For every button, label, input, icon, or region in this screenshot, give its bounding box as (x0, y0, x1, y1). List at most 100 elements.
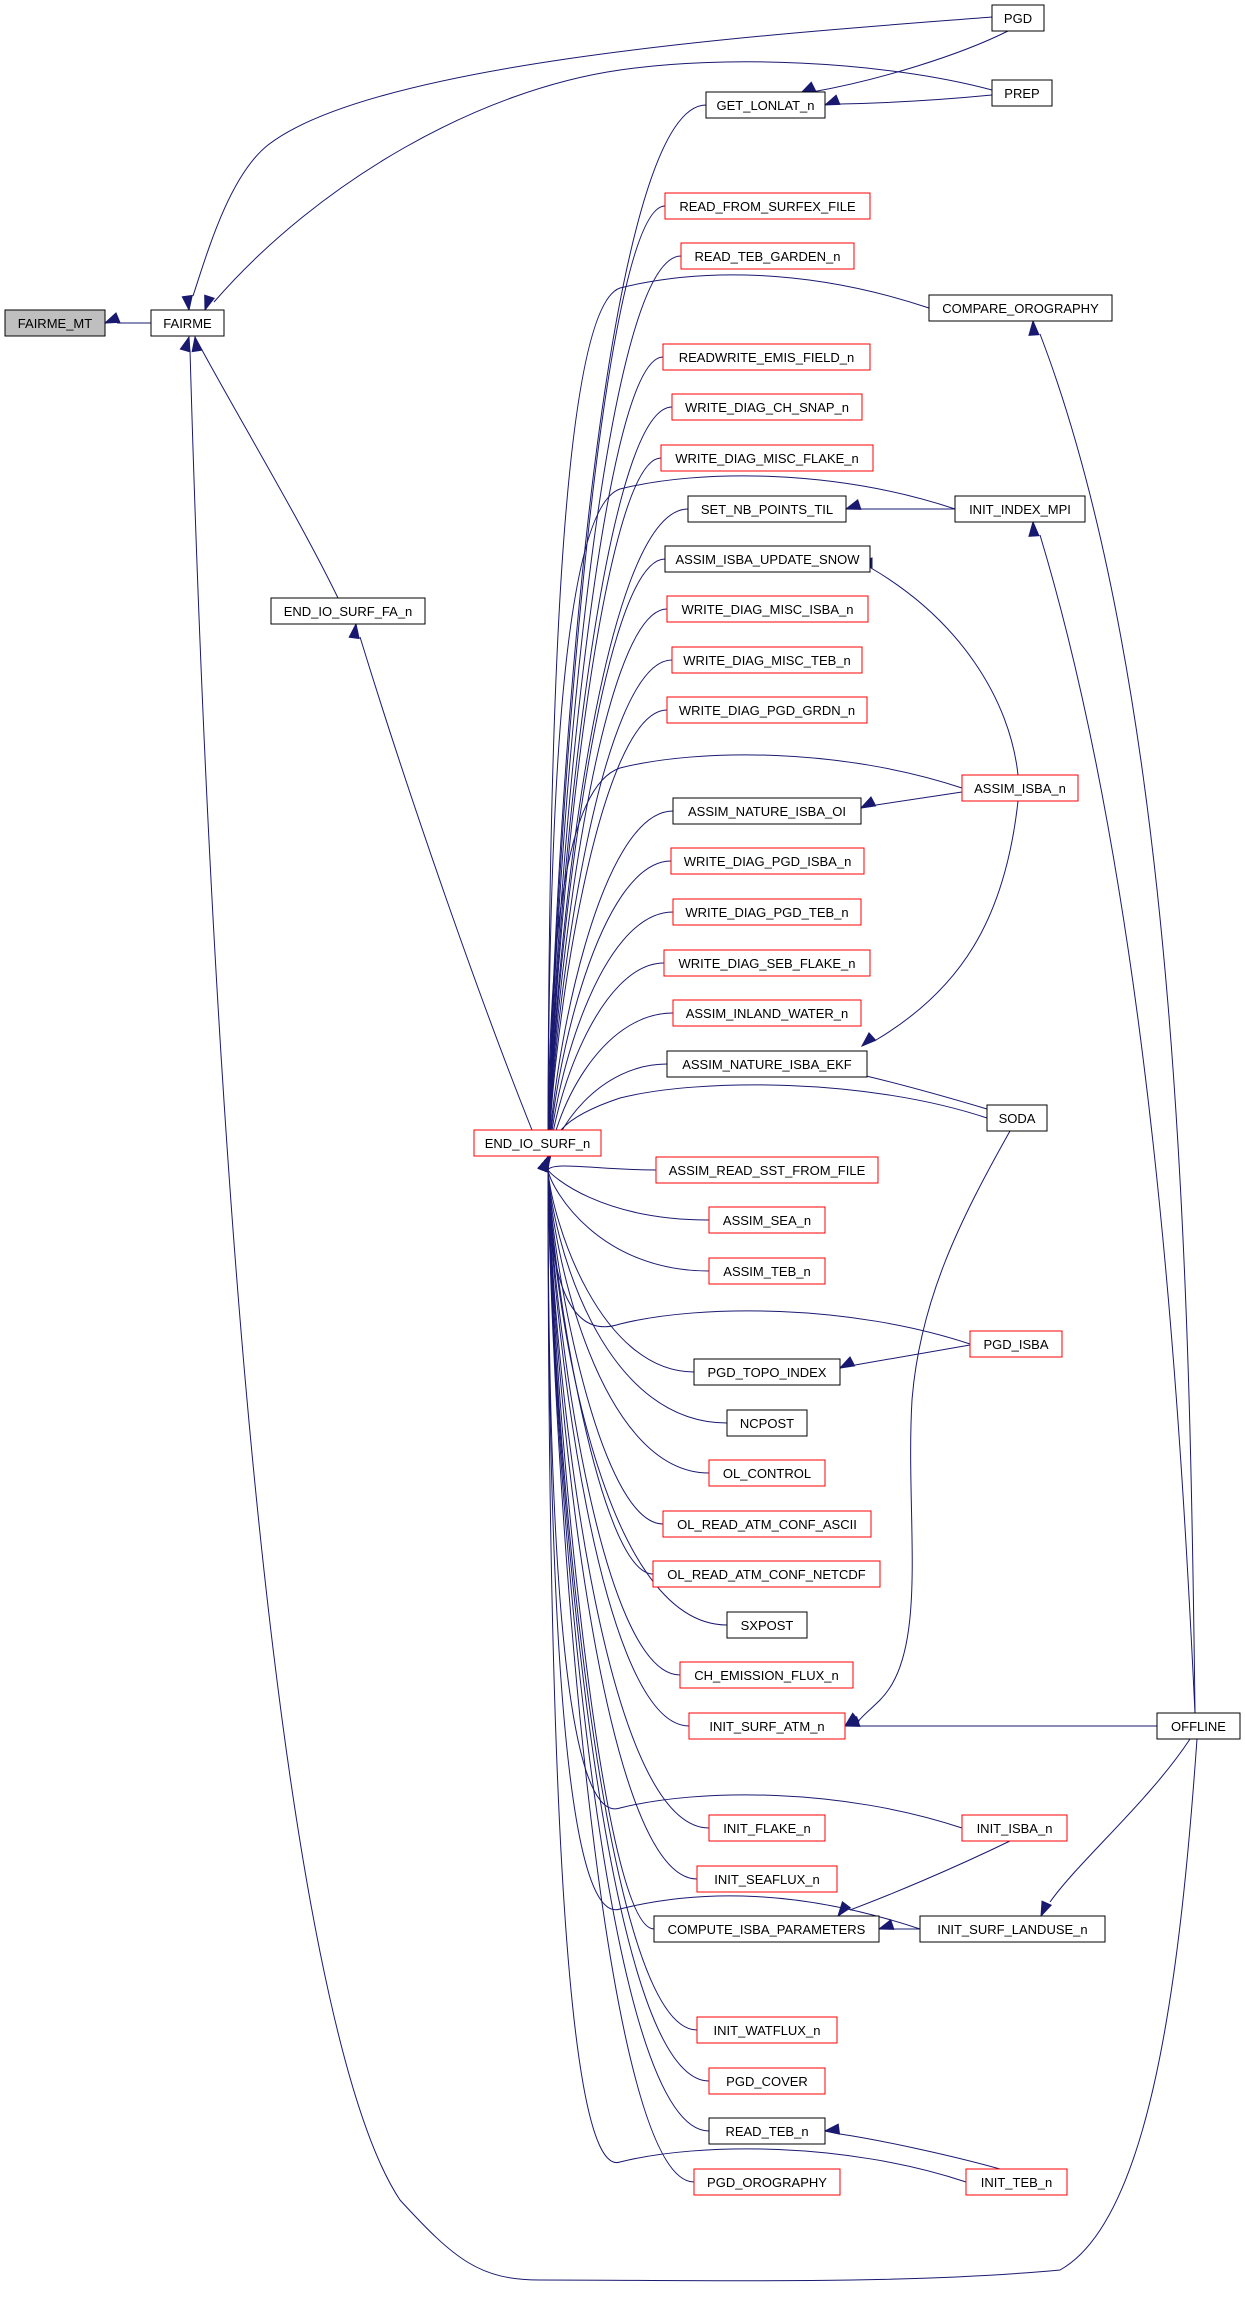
node-ol-read-atm-conf-ascii[interactable]: OL_READ_ATM_CONF_ASCII (662, 1510, 872, 1538)
node-pgd-cover[interactable]: PGD_COVER (708, 2067, 826, 2095)
node-compute-isba-parameters[interactable]: COMPUTE_ISBA_PARAMETERS (653, 1915, 880, 1943)
node-write-diag-misc-isba[interactable]: WRITE_DIAG_MISC_ISBA_n (666, 595, 869, 623)
edge-write_diag_ch_snap-to-end_io_surf (537, 406, 673, 1173)
node-label: COMPUTE_ISBA_PARAMETERS (668, 1922, 866, 1937)
node-assim-teb[interactable]: ASSIM_TEB_n (708, 1257, 826, 1285)
node-box (666, 595, 869, 623)
node-box (666, 1050, 868, 1078)
node-label: ASSIM_NATURE_ISBA_OI (688, 804, 846, 819)
node-assim-inland-water[interactable]: ASSIM_INLAND_WATER_n (672, 999, 862, 1027)
node-offline[interactable]: OFFLINE (1156, 1712, 1241, 1740)
node-assim-read-sst[interactable]: ASSIM_READ_SST_FROM_FILE (655, 1156, 879, 1184)
edge-line (547, 1169, 681, 1676)
node-write-diag-misc-teb[interactable]: WRITE_DIAG_MISC_TEB_n (671, 646, 863, 674)
node-box (688, 1712, 846, 1740)
node-pgd-orography[interactable]: PGD_OROGRAPHY (693, 2168, 841, 2196)
node-write-diag-pgd-teb[interactable]: WRITE_DIAG_PGD_TEB_n (672, 898, 862, 926)
node-ch-emission-flux[interactable]: CH_EMISSION_FLUX_n (679, 1661, 854, 1689)
node-init-teb[interactable]: INIT_TEB_n (965, 2168, 1068, 2196)
node-label: FAIRME (163, 316, 212, 331)
node-assim-nature-isba-ekf[interactable]: ASSIM_NATURE_ISBA_EKF (666, 1050, 868, 1078)
node-box (150, 309, 225, 337)
edge-line (547, 1169, 921, 1930)
edge-soda-to-init_surf_atm (843, 1130, 1011, 1727)
node-write-diag-pgd-isba[interactable]: WRITE_DIAG_PGD_ISBA_n (670, 847, 865, 875)
node-pgd[interactable]: PGD (991, 4, 1045, 32)
node-end-io-surf-fa[interactable]: END_IO_SURF_FA_n (270, 597, 426, 625)
node-box (696, 2016, 838, 2044)
edge-offline-to-init_surf_atm (843, 1715, 1157, 1727)
node-read-teb[interactable]: READ_TEB_n (708, 2117, 826, 2145)
node-init-isba[interactable]: INIT_ISBA_n (961, 1814, 1068, 1842)
node-label: PGD_OROGRAPHY (707, 2175, 827, 2190)
node-write-diag-misc-flake[interactable]: WRITE_DIAG_MISC_FLAKE_n (660, 444, 874, 472)
edge-line (547, 1169, 655, 1930)
edge-line (201, 349, 339, 599)
node-pgd-isba[interactable]: PGD_ISBA (969, 1330, 1063, 1358)
edge-pgd_isba-to-pgd_topo_index (838, 1344, 971, 1369)
node-assim-sea[interactable]: ASSIM_SEA_n (708, 1206, 826, 1234)
node-box (473, 1129, 602, 1157)
node-soda[interactable]: SODA (986, 1104, 1048, 1132)
node-box (652, 1560, 881, 1588)
edge-soda-to-assim_nature_isba_ekf (847, 1064, 988, 1110)
node-assim-nature-isba-oi[interactable]: ASSIM_NATURE_ISBA_OI (672, 797, 862, 825)
node-init-watflux[interactable]: INIT_WATFLUX_n (696, 2016, 838, 2044)
edge-compute_isba_parameters-to-end_io_surf (537, 1155, 655, 1930)
edge-offline-to-fairme (179, 335, 1198, 2282)
node-label: ASSIM_INLAND_WATER_n (686, 1006, 849, 1021)
node-box (270, 597, 426, 625)
node-ncpost[interactable]: NCPOST (726, 1409, 808, 1437)
node-write-diag-ch-snap[interactable]: WRITE_DIAG_CH_SNAP_n (671, 393, 863, 421)
edge-read_teb_garden-to-end_io_surf (537, 255, 682, 1173)
node-box (726, 1409, 808, 1437)
edge-line (547, 1169, 695, 1373)
node-assim-isba[interactable]: ASSIM_ISBA_n (961, 774, 1079, 802)
node-box (655, 1156, 879, 1184)
node-pgd-topo-index[interactable]: PGD_TOPO_INDEX (693, 1358, 841, 1386)
node-init-surf-atm[interactable]: INIT_SURF_ATM_n (688, 1712, 846, 1740)
node-sxpost[interactable]: SXPOST (726, 1611, 808, 1639)
node-write-diag-pgd-grdn[interactable]: WRITE_DIAG_PGD_GRDN_n (666, 696, 868, 724)
node-box (671, 393, 863, 421)
node-compare-orography[interactable]: COMPARE_OROGRAPHY (928, 294, 1113, 322)
edge-line (547, 608, 668, 1171)
node-box (708, 1814, 826, 1842)
edge-pgd-to-get_lonlat (799, 30, 1009, 94)
arrowhead (1040, 1900, 1053, 1918)
node-ol-control[interactable]: OL_CONTROL (708, 1459, 826, 1487)
node-fairme-mt: FAIRME_MT (4, 309, 106, 337)
node-box (653, 1915, 880, 1943)
node-init-surf-landuse[interactable]: INIT_SURF_LANDUSE_n (919, 1915, 1106, 1943)
node-prep[interactable]: PREP (991, 79, 1053, 107)
edge-line (547, 1169, 664, 1525)
node-readwrite-emis[interactable]: READWRITE_EMIS_FIELD_n (662, 343, 871, 371)
node-end-io-surf[interactable]: END_IO_SURF_n (473, 1129, 602, 1157)
node-write-diag-seb-flake[interactable]: WRITE_DIAG_SEB_FLAKE_n (663, 949, 871, 977)
node-read-teb-garden[interactable]: READ_TEB_GARDEN_n (680, 242, 855, 270)
node-init-flake[interactable]: INIT_FLAKE_n (708, 1814, 826, 1842)
node-label: WRITE_DIAG_CH_SNAP_n (685, 400, 849, 415)
node-ol-read-atm-conf-netcdf[interactable]: OL_READ_ATM_CONF_NETCDF (652, 1560, 881, 1588)
edge-line (849, 1840, 1011, 1911)
node-set-nb-points[interactable]: SET_NB_POINTS_TIL (687, 495, 847, 523)
node-assim-isba-update-snow[interactable]: ASSIM_ISBA_UPDATE_SNOW (664, 545, 871, 573)
node-init-index-mpi[interactable]: INIT_INDEX_MPI (954, 495, 1086, 523)
arrowhead (537, 1155, 549, 1173)
edge-line (547, 1169, 698, 1880)
node-box (672, 898, 862, 926)
node-label: INIT_FLAKE_n (723, 1821, 810, 1836)
edge-init_flake-to-end_io_surf (537, 1155, 710, 1829)
node-box (969, 1330, 1063, 1358)
node-init-seaflux[interactable]: INIT_SEAFLUX_n (696, 1865, 838, 1893)
edge-init_isba-to-compute_isba_parameters (837, 1840, 1011, 1918)
node-fairme[interactable]: FAIRME (150, 309, 225, 337)
edge-line (547, 1169, 967, 2183)
node-get-lonlat[interactable]: GET_LONLAT_n (705, 91, 826, 119)
node-box (679, 1661, 854, 1689)
arrowhead (348, 622, 360, 640)
node-box (664, 545, 871, 573)
node-box (965, 2168, 1068, 2196)
node-read-from-surfex[interactable]: READ_FROM_SURFEX_FILE (664, 192, 871, 220)
